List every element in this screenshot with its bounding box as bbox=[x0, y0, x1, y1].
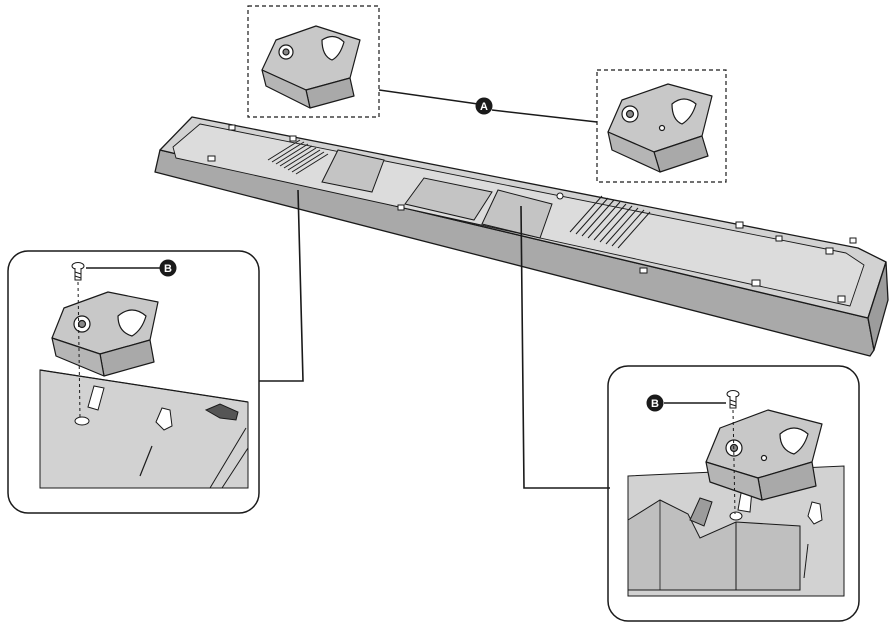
leader-line-right bbox=[520, 205, 610, 489]
soundbar-vent-left bbox=[267, 139, 329, 175]
callout-b-left-badge bbox=[159, 259, 177, 277]
compartment-center bbox=[404, 177, 493, 221]
callout-b-right: B bbox=[646, 394, 726, 412]
bracket-box-right bbox=[596, 69, 727, 183]
compartment-left bbox=[321, 149, 385, 193]
bracket-left bbox=[261, 25, 361, 109]
soundbar-vent-right bbox=[569, 195, 651, 249]
soundbar-end-cap bbox=[867, 261, 889, 351]
callout-b-left: B bbox=[86, 259, 177, 277]
bracket-box-left bbox=[247, 5, 380, 118]
callout-a-badge bbox=[475, 97, 493, 115]
leader-line-left bbox=[259, 189, 304, 382]
callout-b-right-badge bbox=[646, 394, 664, 412]
left-panel-screw bbox=[71, 262, 85, 281]
soundbar-compartments bbox=[321, 149, 553, 239]
callout-b-right-label: B bbox=[651, 398, 659, 410]
callout-b-left-label: B bbox=[164, 263, 172, 275]
callout-a-label: A bbox=[480, 101, 488, 113]
bracket-right bbox=[607, 83, 713, 173]
detail-panel-left bbox=[7, 250, 260, 514]
soundbar-holes bbox=[207, 124, 857, 303]
callout-a: A bbox=[378, 89, 598, 123]
right-panel-screw bbox=[726, 390, 740, 409]
detail-panel-right bbox=[607, 365, 860, 622]
right-panel-bracket bbox=[705, 409, 823, 501]
